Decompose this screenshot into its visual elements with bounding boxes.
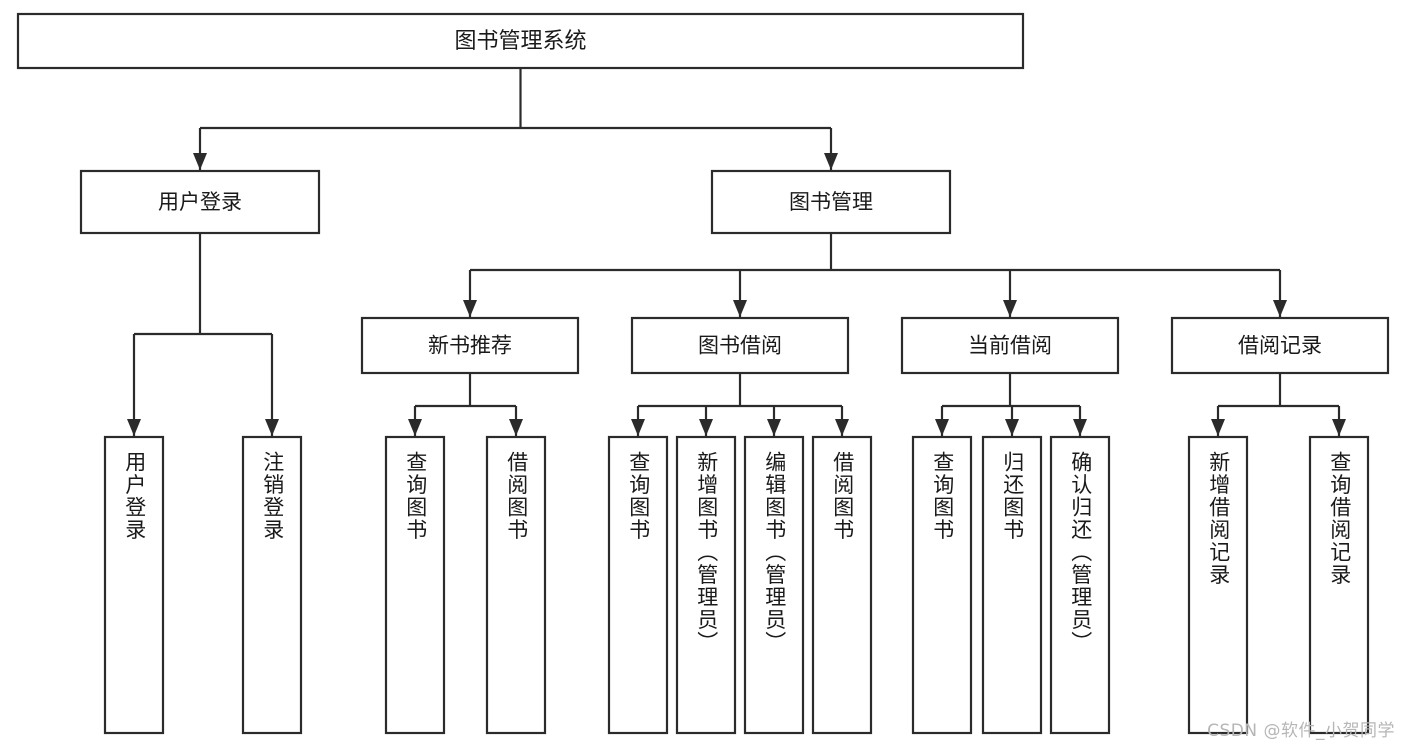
node-level3-label-1: 图书借阅 xyxy=(698,334,782,358)
l3-2-arrow-0 xyxy=(935,419,949,436)
user-login-arrow-1 xyxy=(265,419,279,436)
l3-1-arrow-3 xyxy=(835,419,849,436)
node-leaf-box-3[interactable] xyxy=(485,435,547,735)
book-mgmt-arrow-3 xyxy=(1273,300,1287,317)
node-level3-box-0[interactable] xyxy=(360,316,580,375)
l3-2-arrow-1 xyxy=(1005,419,1019,436)
node-level2-label-1: 图书管理 xyxy=(789,190,873,214)
node-box-layer xyxy=(16,12,1390,735)
node-level3-box-1[interactable] xyxy=(630,316,850,375)
l3-0-arrow-1 xyxy=(509,419,523,436)
node-level3-box-2[interactable] xyxy=(900,316,1120,375)
user-login-arrow-0 xyxy=(127,419,141,436)
node-level2-box-1[interactable] xyxy=(710,169,952,235)
node-leaf-box-10[interactable] xyxy=(1049,435,1111,735)
node-leaf-box-7[interactable] xyxy=(811,435,873,735)
l3-1-arrow-0 xyxy=(631,419,645,436)
l3-3-arrow-0 xyxy=(1211,419,1225,436)
book-mgmt-arrow-2 xyxy=(1003,300,1017,317)
book-mgmt-arrow-0 xyxy=(463,300,477,317)
node-leaf-box-2[interactable] xyxy=(384,435,446,735)
root-arrow-1 xyxy=(824,153,838,170)
node-leaf-box-1[interactable] xyxy=(241,435,303,735)
l3-0-arrow-0 xyxy=(408,419,422,436)
node-level2-box-0[interactable] xyxy=(79,169,321,235)
connector-layer xyxy=(127,68,1346,436)
book-mgmt-arrow-1 xyxy=(733,300,747,317)
node-level2-label-0: 用户登录 xyxy=(158,190,242,214)
l3-1-arrow-2 xyxy=(767,419,781,436)
node-root-label: 图书管理系统 xyxy=(454,29,586,54)
node-leaf-box-4[interactable] xyxy=(607,435,669,735)
node-root-box[interactable] xyxy=(16,12,1025,70)
node-level3-label-0: 新书推荐 xyxy=(428,334,512,358)
node-leaf-box-5[interactable] xyxy=(675,435,737,735)
node-level3-label-2: 当前借阅 xyxy=(968,334,1052,358)
node-leaf-box-6[interactable] xyxy=(743,435,805,735)
node-level3-box-3[interactable] xyxy=(1170,316,1390,375)
node-leaf-box-12[interactable] xyxy=(1308,435,1370,735)
root-arrow-0 xyxy=(193,153,207,170)
node-leaf-box-11[interactable] xyxy=(1187,435,1249,735)
l3-1-arrow-1 xyxy=(699,419,713,436)
node-leaf-box-0[interactable] xyxy=(103,435,165,735)
l3-2-arrow-2 xyxy=(1073,419,1087,436)
node-leaf-box-9[interactable] xyxy=(981,435,1043,735)
node-level3-label-3: 借阅记录 xyxy=(1238,334,1322,358)
node-leaf-box-8[interactable] xyxy=(911,435,973,735)
watermark-text: CSDN @软件_小贺同学 xyxy=(1207,721,1395,741)
l3-3-arrow-1 xyxy=(1332,419,1346,436)
